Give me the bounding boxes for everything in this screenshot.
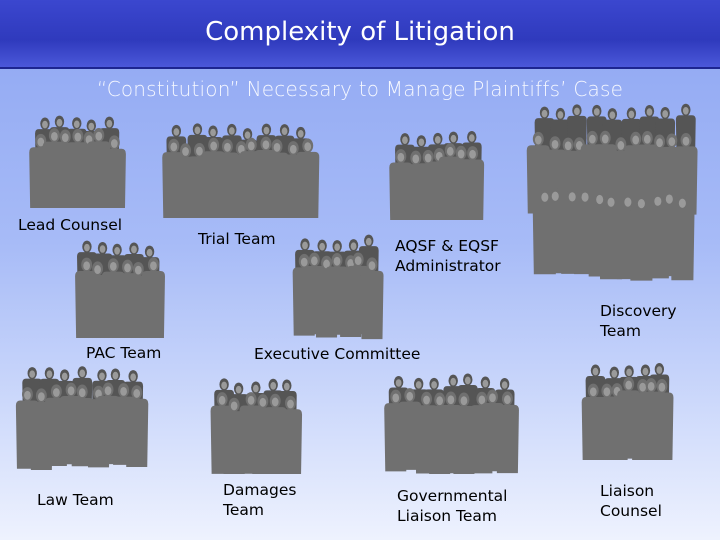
governmental-label-line-1: Governmental [397,486,507,506]
executive-committee-group-icon [288,232,386,340]
pac-team-group-icon [72,238,166,338]
discovery-label-line-1: Discovery [600,301,677,321]
liaison-label-line-2: Counsel [600,501,662,521]
executive-committee-label: Executive Committee [254,344,420,364]
aqsf-administrator-group-icon [388,128,488,220]
damages-label-line-2: Team [223,500,296,520]
damages-label-line-1: Damages [223,480,296,500]
title-bar: Complexity of Litigation [0,0,720,69]
law-team-label: Law Team [37,490,114,510]
aqsf-label: AQSF & EQSF Administrator [395,236,501,276]
trial-team-label: Trial Team [198,229,276,249]
governmental-liaison-team-group-icon [382,370,522,474]
discovery-team-label: Discovery Team [600,301,677,341]
aqsf-label-line-1: AQSF & EQSF [395,236,501,256]
liaison-counsel-label: Liaison Counsel [600,481,662,521]
damages-team-label: Damages Team [223,480,296,520]
liaison-counsel-group-icon [580,360,678,460]
discovery-team-group-icon [526,100,702,290]
lead-counsel-group-icon [28,112,126,208]
aqsf-label-line-2: Administrator [395,256,501,276]
liaison-label-line-1: Liaison [600,481,662,501]
pac-team-label: PAC Team [86,343,161,363]
law-team-group-icon [14,364,152,470]
governmental-liaison-team-label: Governmental Liaison Team [397,486,507,526]
trial-team-group-icon [160,120,320,218]
lead-counsel-label: Lead Counsel [18,215,122,235]
damages-team-group-icon [208,376,304,474]
slide-title: Complexity of Litigation [0,17,720,47]
discovery-label-line-2: Team [600,321,677,341]
slide-subtitle: “Constitution” Necessary to Manage Plain… [0,77,720,101]
governmental-label-line-2: Liaison Team [397,506,507,526]
